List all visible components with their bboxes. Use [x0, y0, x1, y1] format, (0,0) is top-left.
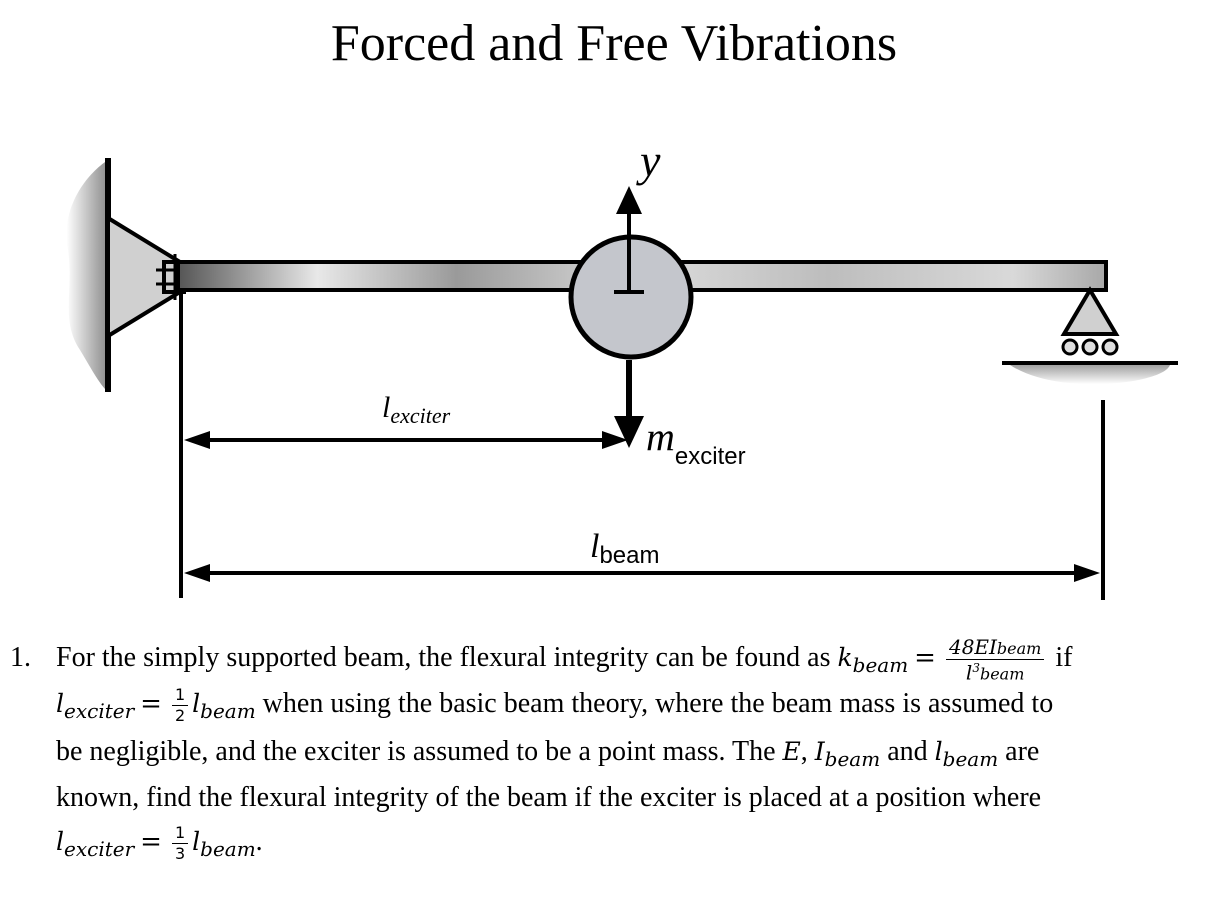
- problem-line-3: be negligible, and the exciter is assume…: [56, 736, 1040, 771]
- k-beam-symbol: kbeam: [837, 643, 909, 677]
- fixture-bracket: [106, 214, 182, 340]
- problem-number: 1.: [10, 642, 31, 673]
- l-exciter-label: lexciter: [382, 391, 451, 428]
- problem-line-1: 1.For the simply supported beam, the fle…: [10, 634, 1073, 685]
- y-axis-label: y: [636, 135, 661, 186]
- problem-line-4: known, find the flexural integrity of th…: [56, 782, 1042, 813]
- m-exciter-label: mexciter: [646, 414, 746, 470]
- ground: [1010, 365, 1170, 385]
- l-beam-label: lbeam: [590, 528, 660, 569]
- beam-diagram: y lexciter mexciter lbeam: [66, 135, 1178, 600]
- problem-statement: 1.For the simply supported beam, the fle…: [10, 636, 1220, 873]
- wall-hatch: [66, 160, 108, 392]
- roller-support: [1060, 286, 1120, 336]
- page-title: Forced and Free Vibrations: [330, 15, 898, 72]
